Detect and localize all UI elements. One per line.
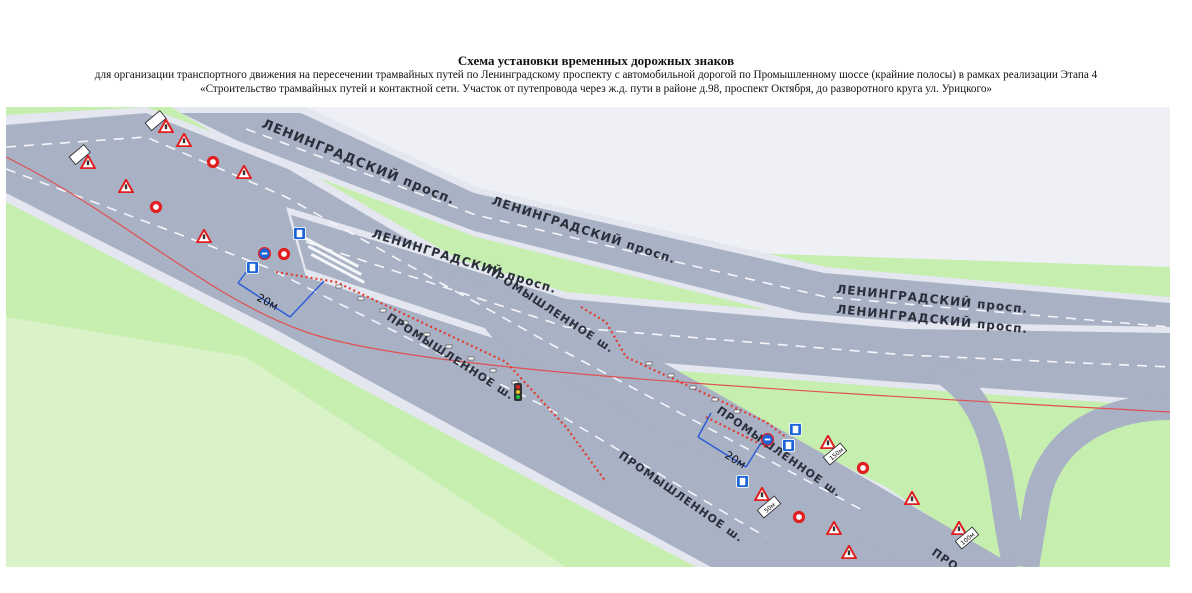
road-promyshlennoe-right xyxy=(436,267,1016,567)
road-lower xyxy=(291,215,1170,401)
page-subtitle-line1: для организации транспортного движения н… xyxy=(94,69,1098,81)
pavement-area xyxy=(296,107,1170,267)
info-sign-icon xyxy=(789,423,802,436)
road-ramp xyxy=(929,355,1029,567)
crosswalk xyxy=(304,236,365,284)
info-sign-icon xyxy=(736,475,749,488)
barrier-posts xyxy=(335,284,741,414)
no-entry-sign-icon xyxy=(149,200,163,214)
traffic-scheme-map: 20м 20м ЛЕНИНГРАДСКИЙ просп. ЛЕНИНГРАДСК… xyxy=(6,107,1170,567)
info-sign-icon xyxy=(293,227,306,240)
no-entry-sign-icon xyxy=(792,510,806,524)
dimension-right xyxy=(697,412,762,468)
info-sign-icon xyxy=(246,261,259,274)
no-entry-sign-icon xyxy=(277,247,291,261)
road-ramp-right xyxy=(1013,394,1170,567)
header: Схема установки временных дорожных знако… xyxy=(0,0,1192,100)
work-zone xyxy=(275,270,787,483)
page-subtitle-line2: «Строительство трамвайных путей и контак… xyxy=(199,83,993,95)
road-upper xyxy=(181,113,1170,351)
page-title: Схема установки временных дорожных знако… xyxy=(457,53,735,68)
speed-limit-sign-icon xyxy=(761,433,774,446)
traffic-light-icon xyxy=(514,383,522,401)
speed-limit-sign-icon xyxy=(258,247,271,260)
tram-line xyxy=(6,156,1170,413)
lane-markings xyxy=(6,128,1170,538)
grass-lower-left xyxy=(6,317,566,567)
no-entry-sign-icon xyxy=(856,461,870,475)
info-sign-icon xyxy=(782,439,795,452)
no-entry-sign-icon xyxy=(206,155,220,169)
